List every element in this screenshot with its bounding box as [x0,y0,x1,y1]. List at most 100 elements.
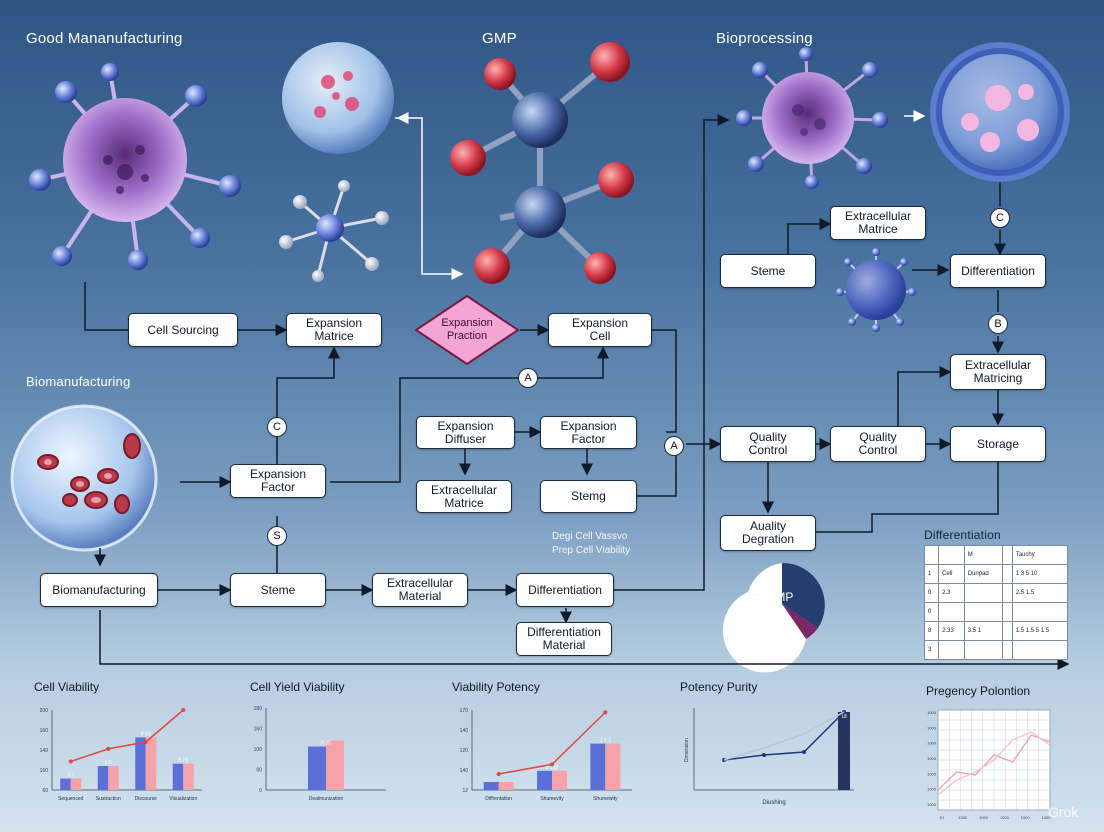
box-expansion-factor-left[interactable]: Expansion Factor [230,464,326,498]
box-storage[interactable]: Storage [950,426,1046,462]
box-quality-control-1[interactable]: Quality Control [720,426,816,462]
x-tick-label: 1000 [1000,815,1010,820]
table-cell [938,640,965,660]
box-stemg[interactable]: Stemg [540,480,637,513]
purple-cell-icon [29,63,241,270]
table-row: 3 [923,640,1069,660]
chart-title-4: Potency Purity [680,680,758,694]
box-expansion-factor-mid[interactable]: Expansion Factor [540,416,637,449]
gmp-pie-icon [722,562,825,673]
y-tick-label: 180 [254,706,263,712]
trend-point [550,762,554,767]
box-differentiation-right[interactable]: Differentiation [950,254,1046,288]
blue-cell-icon [930,42,1070,182]
x-tick-label: 1000 [1042,815,1052,820]
large-molecule-icon [450,42,634,284]
table-cell: 1.5 1.5 5 1.5 [1011,621,1069,641]
trend-point [106,746,111,751]
table-cell: 0 [923,583,940,603]
note-line-2: Prep Cell Viability [552,545,631,556]
y-tick-label: 00 [256,768,262,774]
table-cell: Dunpad [963,564,1004,584]
box-differentiation-material[interactable]: Differentiation Material [516,622,612,656]
bar-value-label: 2 6 [105,760,112,766]
table-cell [1002,564,1013,584]
pie-label: GMP [766,590,794,604]
series-line [937,731,1051,796]
bar [172,763,184,790]
y-tick-label: 160 [40,728,49,734]
box-quality-degration[interactable]: Auality Degration [720,515,816,551]
table-title: Differentiation [924,528,1001,542]
bar [483,782,499,790]
box-quality-control-2[interactable]: Quality Control [830,426,926,462]
diamond-expansion-practice[interactable]: Expansion Praction [441,317,493,342]
box-differentiation-bottom[interactable]: Differentiation [516,573,614,607]
table-cell [1002,583,1013,603]
box-extracellular-material[interactable]: Extracellular Material [372,573,468,607]
x-tick-label: 1000 [1021,815,1031,820]
watermark: Grok [1048,804,1079,820]
box-extracellular-matricing[interactable]: Extracellular Matricing [950,354,1046,390]
chart-title-5: Pregency Polontion [926,684,1031,698]
y-tick-label: 120 [460,748,469,754]
box-cell-sourcing[interactable]: Cell Sourcing [128,313,238,347]
x-tick-label: Dealmunization [309,796,344,802]
x-axis-label: Diushing [762,800,785,806]
bar-value-label: 8 93 [141,731,151,737]
table-cell: 2.5 1.5 [1011,583,1069,603]
y-tick-label: 12 [462,788,468,794]
y-tick-label: 200 [40,708,49,714]
series-line [723,711,845,761]
table-cell: Cell [938,564,965,584]
table-cell [1002,545,1013,565]
trend-line [70,709,184,763]
glass-cell-icon [282,42,394,154]
table-cell: 2.33 [938,621,965,641]
y-tick-label: 100 [254,747,263,753]
x-tick-label: Visualization [169,796,197,802]
box-expansion-cell[interactable]: Expansion Cell [548,313,652,347]
y-tick-label: 1000 [927,710,937,715]
x-tick-label: Shumevity [540,796,564,802]
trend-point [603,710,608,715]
box-steme-bottom[interactable]: Steme [230,573,326,607]
bar [70,778,82,790]
table-cell [938,602,965,622]
table-cell [1011,602,1069,622]
bar-value-label: 8 153 [546,765,559,771]
note-line-1: Degi Cell Vassvo [552,531,628,542]
connector-c-left: C [267,417,287,437]
connector-b-right: B [988,314,1008,334]
trend-point [68,759,73,764]
table-cell [963,602,1004,622]
table-cell: 3 [923,640,940,660]
box-biomanufacturing[interactable]: Biomanufacturing [40,573,158,607]
bar-value-label: P 35 [321,741,331,747]
box-steme-right[interactable]: Steme [720,254,816,288]
box-extracellular-matrice-right[interactable]: Extracellular Matrice [830,206,926,240]
box-extracellular-matrice[interactable]: Extracellular Matrice [416,480,512,513]
bar [60,778,71,790]
table-cell: 8 [923,621,940,641]
small-virus-icon [836,248,916,332]
heading-bioprocessing: Bioprocessing [716,30,813,47]
heading-gmp: GMP [482,30,517,47]
x-tick-label: 01 [940,815,945,820]
chart-title-3: Viability Potency [452,680,540,694]
purple-virus-icon [736,47,888,189]
bar [97,766,109,790]
x-tick-label: Diffrentation [485,796,512,802]
box-expansion-matrice[interactable]: Expansion Matrice [286,313,382,347]
table-cell: M [963,545,1004,565]
connector-a-top: A [518,368,538,388]
bar-value-label: 1 1 3 [600,738,611,744]
box-expansion-diffuser[interactable]: Expansion Diffuser [416,416,515,449]
